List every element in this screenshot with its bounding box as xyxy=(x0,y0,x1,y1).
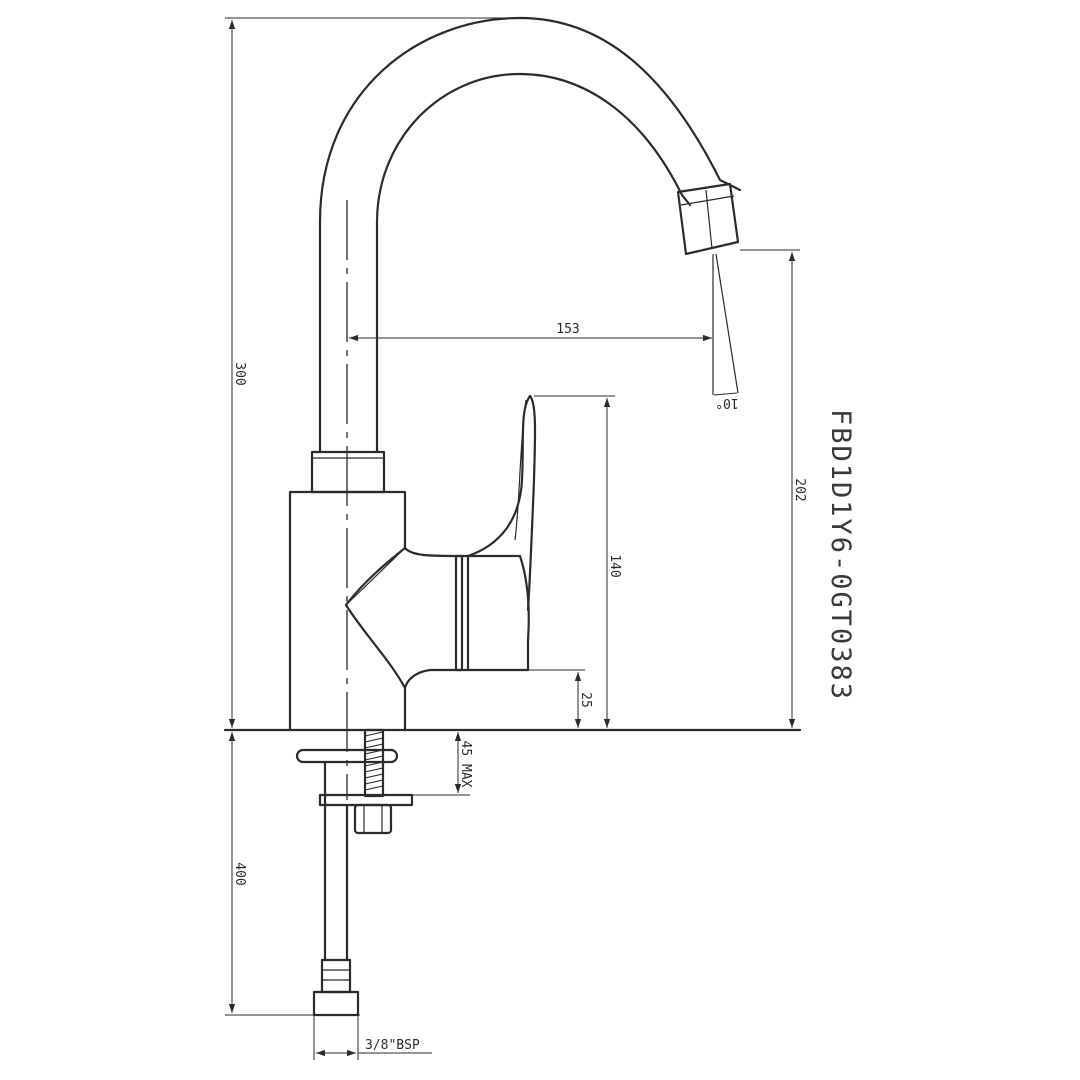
dimensions: 300 153 10° 202 140 25 45 MAX 400 xyxy=(225,17,807,1060)
spout-outer xyxy=(318,16,742,454)
spout-inner xyxy=(375,72,692,454)
dim-text-25: 25 xyxy=(578,692,593,708)
mounting-nut xyxy=(353,803,393,835)
dim-text-140: 140 xyxy=(607,554,622,577)
dim-text-45: 45 MAX xyxy=(458,741,473,788)
mounting-washer xyxy=(295,748,399,764)
dim-text-400: 400 xyxy=(232,862,247,885)
connection-nut xyxy=(312,990,360,1017)
lever-handle xyxy=(466,394,537,612)
dim-text-153: 153 xyxy=(556,322,579,337)
hose-fitting xyxy=(320,958,352,994)
faucet-outline xyxy=(223,16,802,732)
dim-text-300: 300 xyxy=(232,362,247,385)
faucet-body xyxy=(288,490,464,732)
cartridge-housing xyxy=(344,546,407,690)
lever-base xyxy=(454,554,470,672)
aerator xyxy=(676,182,740,256)
dim-text-angle: 10° xyxy=(715,395,738,410)
dim-text-bsp: 3/8"BSP xyxy=(365,1038,420,1053)
mounting-hardware xyxy=(295,200,414,1017)
product-code: FBD1D1Y6-0GT0383 xyxy=(825,409,856,701)
dim-text-202: 202 xyxy=(792,478,807,501)
